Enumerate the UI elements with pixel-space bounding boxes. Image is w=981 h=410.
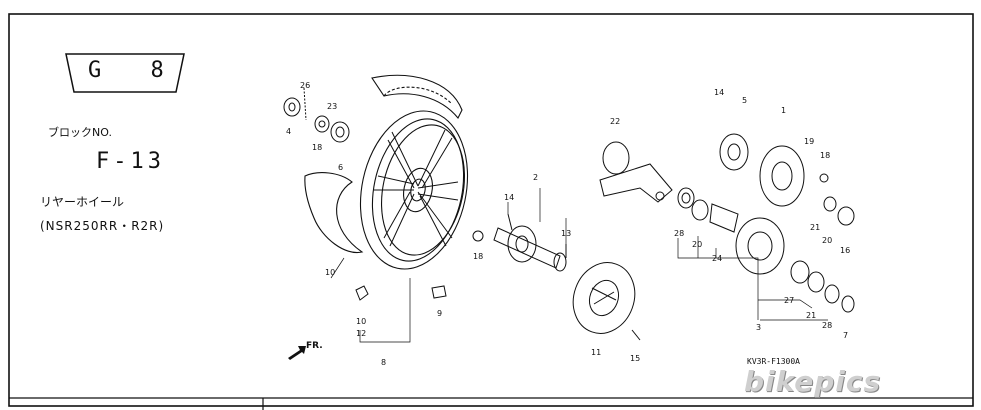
callout: 14 (714, 88, 724, 97)
callout: 22 (610, 117, 620, 126)
callout-numbers: 26 4 23 18 6 10 10 12 8 9 18 14 2 13 11 … (286, 81, 850, 367)
callout: 16 (840, 246, 850, 255)
callout: 3 (756, 323, 761, 332)
part-title: リヤーホイール (40, 195, 125, 209)
callout: 12 (356, 329, 366, 338)
callout: 27 (784, 296, 794, 305)
callout: 5 (742, 96, 747, 105)
callout: 2 (533, 173, 538, 182)
callout: 14 (504, 193, 514, 202)
callout: 20 (692, 240, 702, 249)
callout: 10 (325, 268, 335, 277)
callout: 1 (781, 106, 786, 115)
part-model: (NSR250RR・R2R) (40, 219, 165, 233)
block-tab (65, 53, 185, 93)
block-number: F-13 (96, 149, 165, 174)
callout: 6 (338, 163, 343, 172)
callout: 7 (843, 331, 848, 340)
front-direction-arrow-icon: FR. (288, 341, 323, 360)
diagram-code: KV3R-F1300A (747, 357, 800, 366)
callout: 10 (356, 317, 366, 326)
callout: 4 (286, 127, 291, 136)
callout: 28 (822, 321, 832, 330)
callout: 19 (804, 137, 814, 146)
callout: 13 (561, 229, 571, 238)
callout: 8 (381, 358, 386, 367)
watermark-logo: bikepics (744, 365, 882, 398)
callout: 15 (630, 354, 640, 363)
callout: 21 (810, 223, 820, 232)
callout: 18 (820, 151, 830, 160)
callout: 23 (327, 102, 337, 111)
axle-collar-parts (283, 87, 447, 301)
inner-fender (304, 172, 364, 254)
callout: 24 (712, 254, 722, 263)
block-label: ブロックNO. (48, 126, 112, 139)
callout: 9 (437, 309, 442, 318)
callout: 26 (300, 81, 310, 90)
leader-lines (330, 188, 828, 343)
direction-marker: FR. (306, 341, 323, 351)
callout: 18 (312, 143, 322, 152)
callout: 20 (822, 236, 832, 245)
block-code: G 8 (88, 58, 182, 83)
rear-wheel (359, 74, 469, 270)
callout: 11 (591, 348, 601, 357)
callout: 21 (806, 311, 816, 320)
callout: 28 (674, 229, 684, 238)
callout: 18 (473, 252, 483, 261)
hub-assembly (472, 133, 855, 341)
